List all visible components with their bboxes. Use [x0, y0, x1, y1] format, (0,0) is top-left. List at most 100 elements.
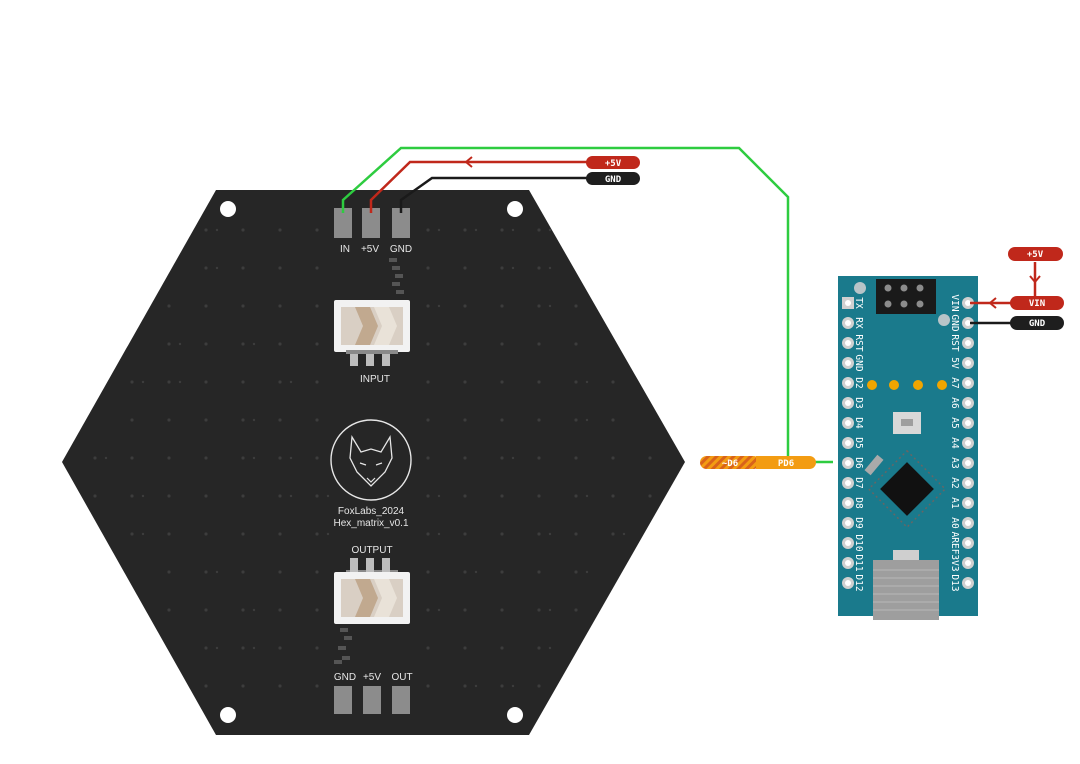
- pad-label-top-5v: +5V: [361, 244, 379, 255]
- pcb-dot: [290, 495, 292, 497]
- pcb-dot: [500, 228, 503, 231]
- pin-label-right-vin: VIN: [949, 294, 960, 311]
- pcb-dot: [167, 494, 170, 497]
- pcb-dot: [537, 646, 540, 649]
- tag-nano-5v-label: +5V: [1027, 250, 1044, 260]
- pin-gnd-hole: [845, 360, 851, 366]
- tag-pd6[interactable]: PD6: [756, 456, 816, 469]
- pcb-dot: [586, 571, 588, 573]
- pin-label-right-a3: A3: [949, 457, 960, 468]
- pin-label-d8: D8: [853, 497, 864, 509]
- tag-vin[interactable]: VIN: [1010, 296, 1064, 310]
- pin-d8-hole: [845, 500, 851, 506]
- pcb-dot: [278, 608, 281, 611]
- pcb-dot: [142, 533, 144, 535]
- tag-nano-gnd-label: GND: [1029, 319, 1046, 329]
- pcb-dot: [204, 494, 207, 497]
- pcb-dot: [500, 342, 503, 345]
- pcb-dot: [537, 380, 540, 383]
- pin-label-d10: D10: [853, 534, 864, 551]
- pcb-dot: [426, 646, 429, 649]
- tag-top-gnd-label: GND: [605, 175, 622, 185]
- pcb-dot: [463, 570, 466, 573]
- pad-label-out: OUT: [391, 672, 412, 683]
- pin-right-3v3-hole: [965, 560, 971, 566]
- pad-out[interactable]: [392, 686, 410, 714]
- pin-label-rst: RST: [853, 334, 864, 351]
- pcb-dot: [241, 342, 244, 345]
- pcb-dot: [278, 532, 281, 535]
- pcb-dot: [167, 304, 170, 307]
- pcb-dot: [130, 418, 133, 421]
- pcb-dot: [278, 304, 281, 307]
- pcb-dot: [537, 228, 540, 231]
- pcb-dot: [241, 228, 244, 231]
- pin-label-gnd: GND: [853, 354, 864, 371]
- pcb-dot: [204, 646, 207, 649]
- pcb-dot: [512, 267, 514, 269]
- pcb-dot: [130, 456, 133, 459]
- pcb-dot: [327, 533, 329, 535]
- pad-bottom-gnd[interactable]: [334, 686, 352, 714]
- mount-hole-bottom-left: [220, 707, 236, 723]
- pin-right-a3-hole: [965, 460, 971, 466]
- tag-top-gnd[interactable]: GND: [586, 172, 640, 185]
- mount-hole-top-left: [220, 201, 236, 217]
- tag-nano-5v[interactable]: +5V: [1008, 247, 1063, 261]
- pcb-dot: [574, 456, 577, 459]
- pin-right-a7-hole: [965, 380, 971, 386]
- pcb-dot: [537, 342, 540, 345]
- pcb-dot: [241, 570, 244, 573]
- pin-label-d4: D4: [853, 417, 864, 429]
- pcb-dot: [93, 494, 96, 497]
- pcb-dot: [549, 305, 551, 307]
- arduino-nano: TXRXRSTGNDD2D3D4D5D6D7D8D9D10D11D12VINGN…: [838, 276, 978, 620]
- pad-label-bottom-5v: +5V: [363, 672, 381, 683]
- pad-label-in: IN: [340, 244, 350, 255]
- pcb-dot: [648, 494, 651, 497]
- output-connector-label: OUTPUT: [351, 545, 392, 556]
- tag-nano-gnd[interactable]: GND: [1010, 316, 1064, 330]
- tag-top-5v[interactable]: +5V: [586, 156, 640, 169]
- pcb-dot: [537, 418, 540, 421]
- pcb-dot: [426, 684, 429, 687]
- pcb-dot: [500, 646, 503, 649]
- pcb-dot: [315, 342, 318, 345]
- pcb-dot: [241, 418, 244, 421]
- pin-label-d5: D5: [853, 437, 864, 448]
- pcb-dot: [574, 532, 577, 535]
- tag-d6[interactable]: ~D6: [700, 456, 760, 469]
- pcb-dot: [500, 266, 503, 269]
- pcb-dot: [204, 608, 207, 611]
- pcb-dot: [167, 608, 170, 611]
- pcb-dot: [586, 419, 588, 421]
- tag-top-5v-label: +5V: [605, 159, 622, 169]
- pcb-dot: [438, 495, 440, 497]
- pcb-dot: [537, 684, 540, 687]
- usb-tab: [893, 550, 919, 560]
- pcb-dot: [142, 381, 144, 383]
- pcb-dot: [179, 343, 181, 345]
- pcb-dot: [253, 419, 255, 421]
- pcb-dot: [611, 456, 614, 459]
- pcb-dot: [549, 533, 551, 535]
- pcb-dot: [500, 380, 503, 383]
- icsp-header[interactable]: [876, 279, 936, 314]
- pcb-dot: [278, 456, 281, 459]
- pcb-dot: [574, 418, 577, 421]
- pcb-dot: [463, 532, 466, 535]
- pin-tx-hole: [845, 300, 851, 306]
- pin-label-right-aref: AREF: [949, 532, 960, 555]
- tag-d6-label: ~D6: [722, 459, 738, 469]
- pcb-dot: [475, 571, 477, 573]
- pcb-dot: [130, 532, 133, 535]
- usb-connector[interactable]: [873, 560, 939, 620]
- pad-bottom-5v[interactable]: [363, 686, 381, 714]
- pcb-dot: [463, 380, 466, 383]
- pin-label-right-a1: A1: [949, 497, 960, 509]
- pcb-dot: [130, 494, 133, 497]
- pcb-dot: [278, 380, 281, 383]
- pin-d10-hole: [845, 540, 851, 546]
- pcb-dot: [438, 305, 440, 307]
- pin-d2-hole: [845, 380, 851, 386]
